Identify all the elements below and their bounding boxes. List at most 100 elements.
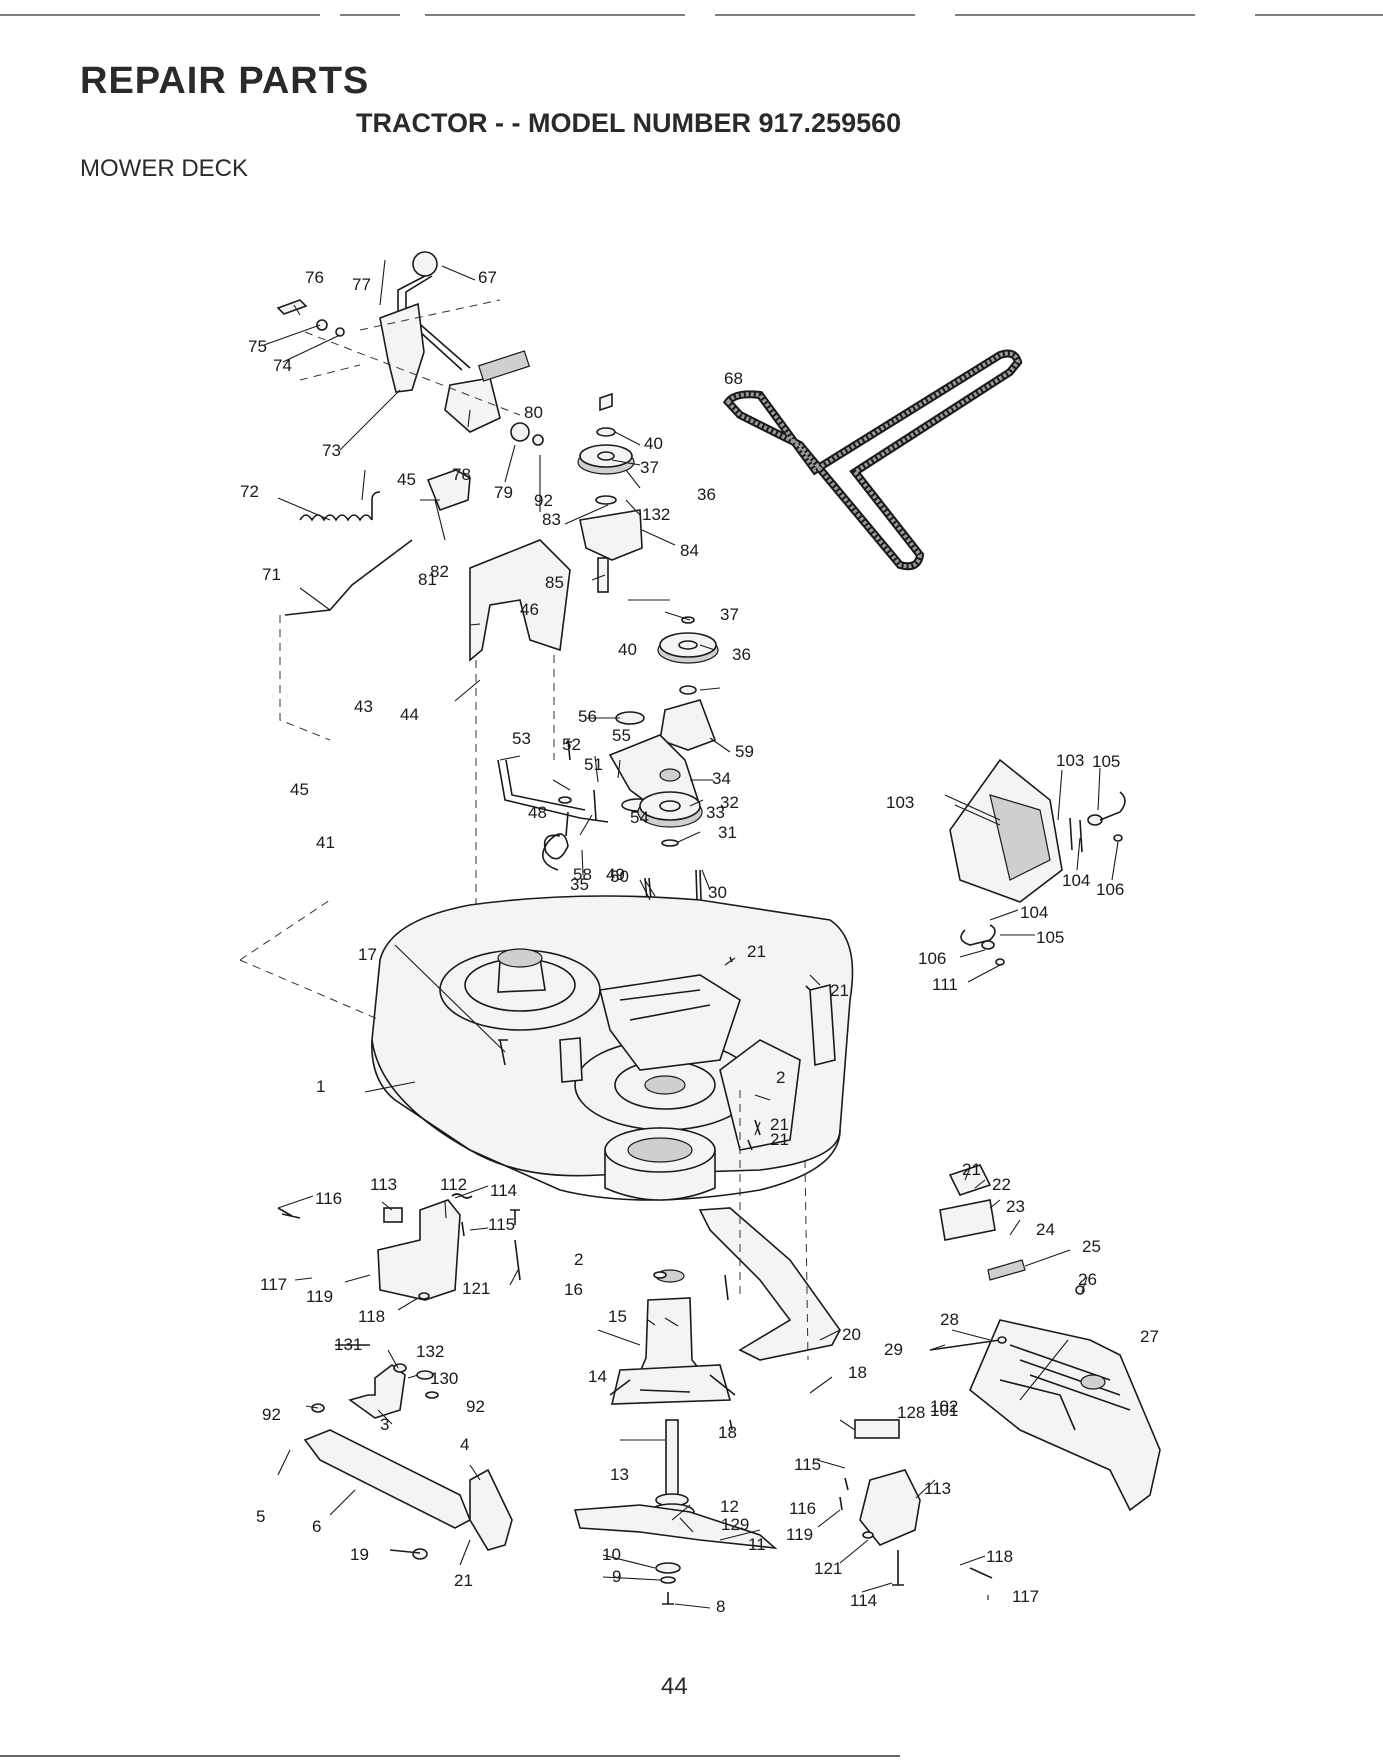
callout: 103 <box>886 793 914 812</box>
callout: 74 <box>273 356 292 375</box>
callout: 13 <box>610 1465 629 1484</box>
deck-lift-arm-assembly <box>303 1344 513 1560</box>
section-heading: MOWER DECK <box>80 155 248 182</box>
callout: 118 <box>986 1547 1013 1566</box>
page-title: REPAIR PARTS <box>80 60 370 102</box>
callout: 68 <box>724 369 743 388</box>
callout: 32 <box>720 793 739 812</box>
callout: 54 <box>630 808 649 827</box>
bottom-rule <box>0 1744 1383 1757</box>
callout: 104 <box>1062 871 1090 890</box>
callout: 113 <box>370 1175 397 1194</box>
idler-arm-assembly <box>497 616 719 823</box>
callout: 49 <box>606 865 625 884</box>
callout: 58 <box>573 865 592 884</box>
callout: 46 <box>520 600 539 619</box>
center-drive-pulley <box>637 768 703 961</box>
callout: 101 <box>930 1401 958 1420</box>
callout: 59 <box>735 742 754 761</box>
callout: 92 <box>534 491 553 510</box>
front-hanger-bracket <box>277 1193 521 1301</box>
callout: 119 <box>786 1525 813 1544</box>
mulching-cover <box>949 758 1126 966</box>
callout: 8 <box>716 1597 725 1616</box>
callout: 115 <box>488 1215 515 1234</box>
callout: 55 <box>612 726 631 745</box>
callout: 21 <box>454 1571 473 1590</box>
callout: 111 <box>932 975 958 994</box>
callout: 132 <box>642 505 670 524</box>
callout: 21 <box>962 1160 981 1179</box>
callout: 33 <box>706 803 725 822</box>
callout: 81 <box>418 570 437 589</box>
leader-lines <box>263 259 1119 1609</box>
callout: 119 <box>306 1287 333 1306</box>
callout: 118 <box>358 1307 385 1326</box>
callout: 131 <box>334 1335 362 1354</box>
callout: 34 <box>712 769 731 788</box>
lift-spring <box>299 491 381 522</box>
callout: 14 <box>588 1367 607 1386</box>
callout: 29 <box>884 1340 903 1359</box>
callout: 116 <box>789 1499 816 1518</box>
callout: 3 <box>380 1415 389 1434</box>
callout: 21 <box>747 942 766 961</box>
top-rule <box>0 3 1383 16</box>
callout: 50 <box>610 867 629 886</box>
callout: 121 <box>814 1559 842 1578</box>
callout: 84 <box>680 541 699 560</box>
callout: 36 <box>732 645 751 664</box>
callout: 105 <box>1036 928 1064 947</box>
callout: 43 <box>354 697 373 716</box>
idler-spring <box>542 811 569 871</box>
fasteners <box>498 956 849 1491</box>
callout: 37 <box>640 458 659 477</box>
callout: 6 <box>312 1517 321 1536</box>
callout: 5 <box>256 1507 265 1526</box>
callout: 82 <box>430 562 449 581</box>
callout: 15 <box>608 1307 627 1326</box>
callout: 104 <box>1020 903 1048 922</box>
callout: 4 <box>460 1435 469 1454</box>
callout: 129 <box>721 1515 749 1534</box>
page-number: 44 <box>661 1673 688 1700</box>
model-number-heading: TRACTOR - - MODEL NUMBER 917.259560 <box>356 108 902 138</box>
callout: 18 <box>718 1423 737 1442</box>
callout: 9 <box>612 1567 621 1586</box>
callout: 102 <box>930 1397 958 1416</box>
callout: 18 <box>848 1363 867 1382</box>
callout: 35 <box>570 875 589 894</box>
callout: 67 <box>478 268 497 287</box>
callout: 48 <box>528 803 547 822</box>
callout: 79 <box>494 483 513 502</box>
callout: 106 <box>1096 880 1124 899</box>
callout: 77 <box>352 275 371 294</box>
callout: 36 <box>697 485 716 504</box>
callout: 103 <box>1056 751 1084 770</box>
callout: 31 <box>718 823 737 842</box>
callout: 76 <box>305 268 324 287</box>
callout: 22 <box>992 1175 1011 1194</box>
callout-labels: 1 2 2 3 4 5 6 8 9 10 11 12 13 14 15 16 1… <box>240 268 1159 1616</box>
rear-hanger-bracket <box>839 1419 921 1586</box>
callout: 16 <box>564 1280 583 1299</box>
callout: 53 <box>512 729 531 748</box>
callout: 2 <box>776 1068 785 1087</box>
callout: 19 <box>350 1545 369 1564</box>
callout: 27 <box>1140 1327 1159 1346</box>
callout: 72 <box>240 482 259 501</box>
callout: 78 <box>452 465 471 484</box>
lift-link-rod <box>284 539 413 616</box>
callout: 128 <box>897 1403 925 1422</box>
callout: 92 <box>466 1397 485 1416</box>
callout: 51 <box>584 755 603 774</box>
callout: 10 <box>602 1545 621 1564</box>
callout: 26 <box>1078 1270 1097 1289</box>
callout: 121 <box>462 1279 490 1298</box>
callout: 83 <box>542 510 561 529</box>
callout: 25 <box>1082 1237 1101 1256</box>
callout: 112 <box>440 1175 467 1194</box>
mower-deck-housing <box>239 895 854 1201</box>
callout: 12 <box>720 1497 739 1516</box>
callout: 41 <box>316 833 335 852</box>
